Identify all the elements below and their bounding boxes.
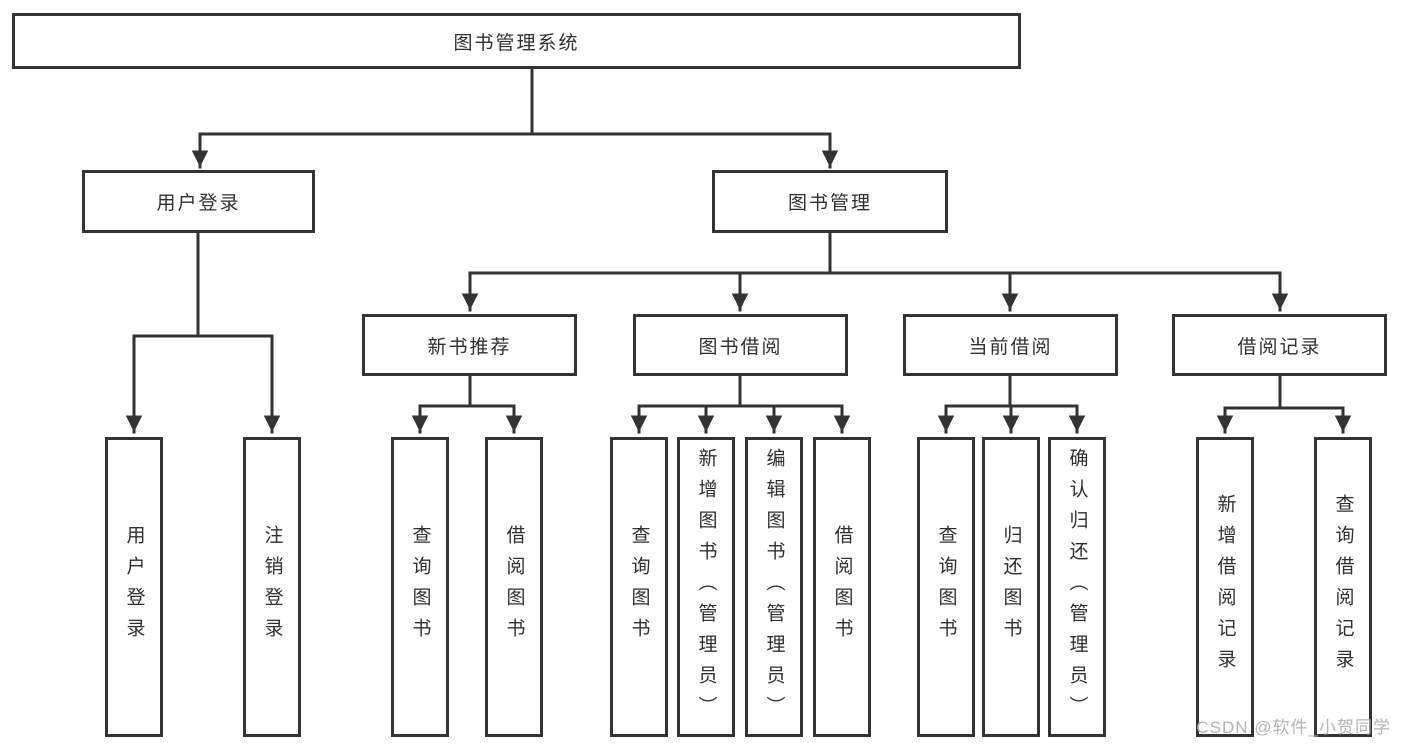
node-new-book-recommend: 新书推荐 [362, 314, 577, 376]
node-user-login: 用户登录 [82, 170, 315, 233]
leaf-confirm-return-admin: 确认归还（管理员） [1048, 437, 1106, 737]
leaf-edit-books-admin: 编辑图书（管理员） [745, 437, 803, 737]
node-label: 注销登录 [261, 525, 283, 649]
tree-branch-lines [132, 67, 1345, 410]
node-label: 查询图书 [409, 525, 431, 649]
node-label: 图书借阅 [698, 336, 783, 358]
node-label: 查询图书 [628, 525, 650, 649]
leaf-query-books: 查询图书 [391, 437, 449, 737]
node-label: 借阅图书 [503, 525, 525, 649]
node-label: 新增图书（管理员） [695, 447, 717, 727]
node-label: 归还图书 [1000, 525, 1022, 649]
node-book-management: 图书管理 [712, 170, 948, 233]
leaf-query-borrow-record: 查询借阅记录 [1314, 437, 1372, 737]
node-book-borrow: 图书借阅 [633, 314, 848, 376]
leaf-borrow-books: 借阅图书 [485, 437, 543, 737]
leaf-query-books: 查询图书 [610, 437, 668, 737]
node-label: 查询图书 [935, 525, 957, 649]
leaf-logout: 注销登录 [243, 437, 301, 737]
leaf-add-books-admin: 新增图书（管理员） [677, 437, 735, 737]
node-label: 借阅记录 [1237, 336, 1322, 358]
node-borrow-records: 借阅记录 [1172, 314, 1387, 376]
leaf-query-books: 查询图书 [917, 437, 975, 737]
node-label: 图书管理系统 [453, 32, 580, 54]
leaf-user-login: 用户登录 [105, 437, 163, 737]
node-label: 新书推荐 [427, 336, 512, 358]
csdn-watermark: CSDN @软件_小贺同学 [1196, 718, 1391, 737]
node-label: 新增借阅记录 [1214, 494, 1236, 680]
node-label: 用户登录 [156, 193, 241, 214]
node-label: 当前借阅 [968, 336, 1053, 358]
node-root-system: 图书管理系统 [12, 13, 1021, 69]
node-label: 图书管理 [787, 193, 872, 214]
node-label: 确认归还（管理员） [1066, 447, 1088, 727]
leaf-return-books: 归还图书 [982, 437, 1040, 737]
node-label: 查询借阅记录 [1332, 494, 1354, 680]
leaf-add-borrow-record: 新增借阅记录 [1196, 437, 1254, 737]
node-label: 借阅图书 [831, 525, 853, 649]
node-label: 用户登录 [123, 525, 145, 649]
node-current-borrow: 当前借阅 [903, 314, 1118, 376]
leaf-borrow-books: 借阅图书 [813, 437, 871, 737]
node-label: 编辑图书（管理员） [763, 447, 785, 727]
